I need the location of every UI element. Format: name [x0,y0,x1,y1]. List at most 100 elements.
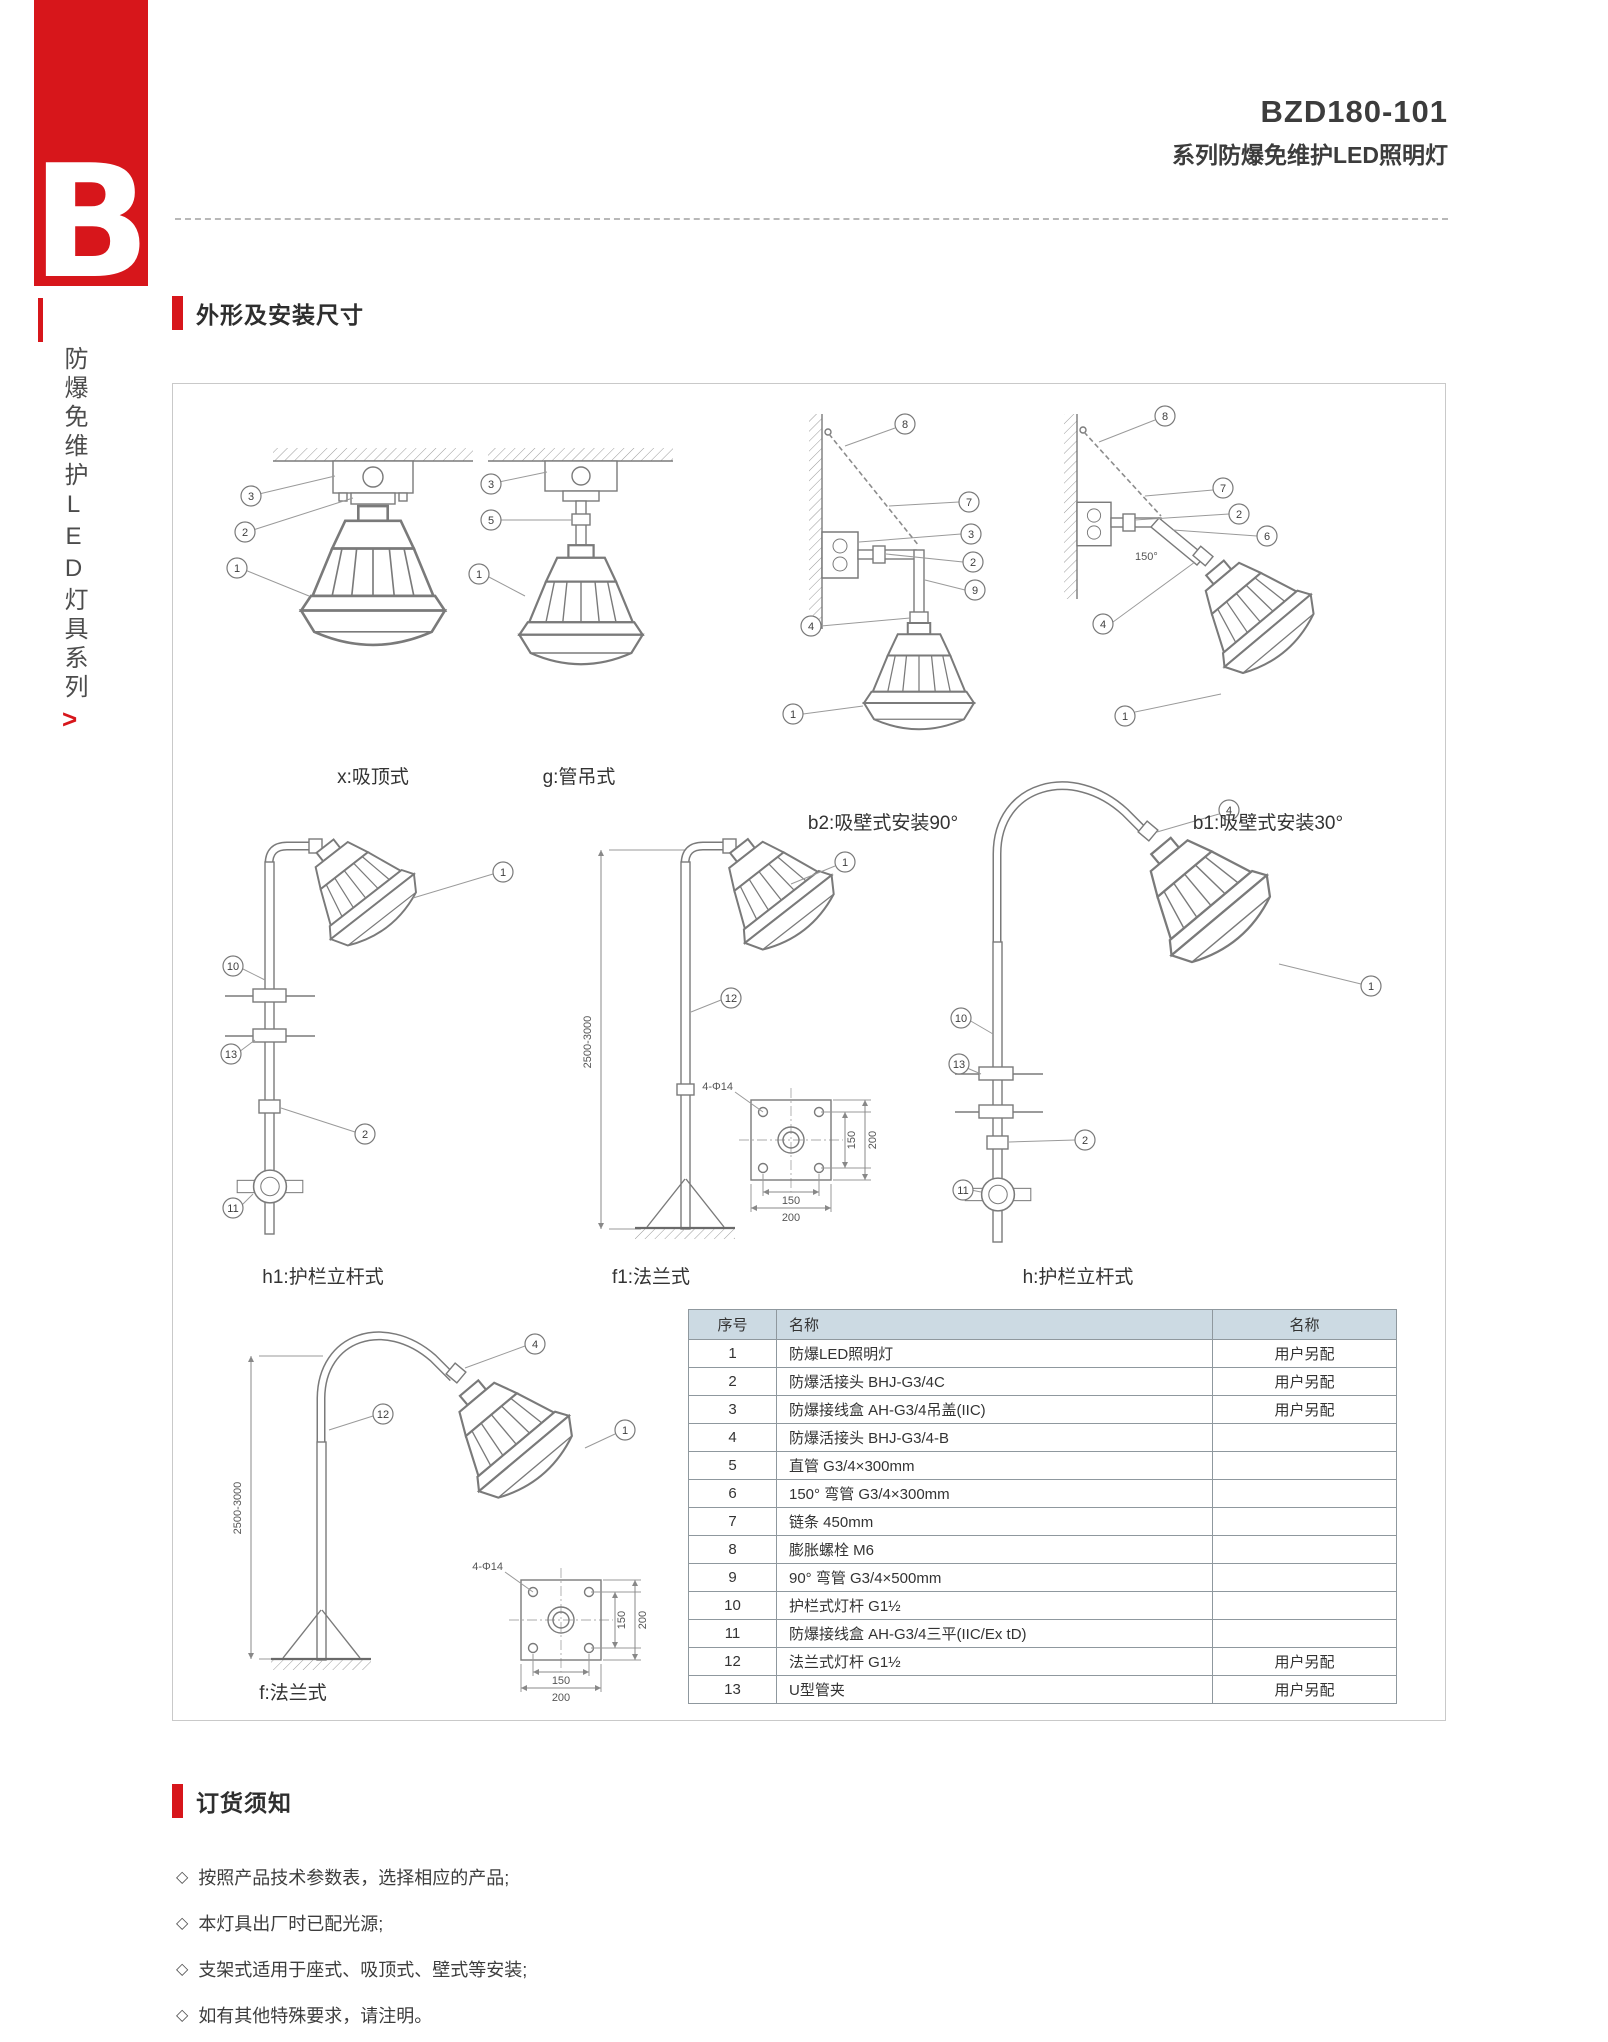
callout-number: 3 [248,491,254,503]
drawing-f-flange: 2500-3000 4 12 1 4-Φ14 [232,1331,649,1704]
callout-number: 1 [500,867,506,879]
callout-number: 4 [1100,619,1106,631]
svg-text:200: 200 [552,1692,570,1704]
led-lamp [299,504,447,647]
product-series-title: 系列防爆免维护LED照明灯 [1172,142,1448,168]
callout-number: 1 [1122,711,1128,723]
callout-number: 4 [808,621,814,633]
callout-number: 1 [622,1425,628,1437]
callout: 3 [960,523,982,545]
callout: 13 [948,1053,970,1075]
callout: 2 [234,521,256,543]
section-marker [172,296,183,330]
table-header-row: 序号 名称 名称 [688,1309,1397,1340]
flange-detail [738,1087,844,1193]
diamond-bullet: ◇ [176,2007,189,2024]
callout-number: 2 [242,527,248,539]
callout: 6 [1256,525,1278,547]
callout: 1 [1360,975,1382,997]
flange-hole-note: 4-Φ14 [702,1081,733,1093]
height-dimension: 2500-3000 [582,1016,594,1069]
sidebar-accent-tick [38,298,43,342]
height-dimension: 2500-3000 [232,1482,244,1535]
sidebar-series-label: 防爆免维护LED灯具系列 [60,346,87,703]
drawing-x-ceiling: 3 2 1 [226,448,473,647]
note-item: ◇ 按照产品技术参数表，选择相应的产品; [176,1854,527,1900]
note-text: 按照产品技术参数表，选择相应的产品; [198,1868,510,1888]
callout: 1 [1114,705,1136,727]
drawing-h1-guardrail: 1 10 13 2 11 [220,812,514,1235]
callout: 1 [492,861,514,883]
col-header-remark: 名称 [1212,1309,1397,1340]
callout-number: 11 [227,1203,238,1215]
callout-number: 1 [790,709,796,721]
callout-number: 7 [966,497,972,509]
callout-number: 2 [362,1129,368,1141]
drawing-g-pipe: 3 5 1 [468,448,673,666]
callout-number: 7 [1220,483,1226,495]
svg-text:200: 200 [782,1212,800,1224]
svg-text:150: 150 [616,1611,628,1629]
callout-number: 12 [377,1409,389,1421]
drawing-label-h: h:护栏立杆式 [1022,1267,1134,1288]
callout: 1 [782,703,804,725]
drawing-label-b2: b2:吸壁式安装90° [807,813,959,834]
col-header-index: 序号 [688,1309,777,1340]
callout: 8 [1154,405,1176,427]
callout-number: 3 [488,479,494,491]
callout: 3 [480,473,502,495]
callout-number: 12 [725,993,737,1005]
callout-number: 1 [476,569,482,581]
drawing-label-g: g:管吊式 [542,767,616,788]
callout-number: 5 [488,515,494,527]
section-title-ordering: 订货须知 [196,1790,292,1816]
callout-number: 1 [234,563,240,575]
svg-text:200: 200 [867,1131,879,1149]
callout: 9 [964,579,986,601]
callout: 4 [524,1333,546,1355]
callout: 11 [952,1179,974,1201]
callout: 10 [950,1007,972,1029]
callout-number: 10 [955,1013,967,1025]
svg-text:150: 150 [552,1675,570,1687]
diamond-bullet: ◇ [176,1915,189,1932]
callout-number: 1 [1368,981,1374,993]
drawing-label-x: x:吸顶式 [337,767,409,788]
callout: 5 [480,509,502,531]
col-header-name: 名称 [776,1309,1213,1340]
sidebar-arrow: > [62,704,78,734]
brand-logo: B [32,0,150,300]
section-marker [172,1784,183,1818]
callout: 11 [222,1197,244,1219]
callout-number: 13 [225,1049,237,1061]
section-dimensions-header: 外形及安装尺寸 [172,296,364,330]
flange-detail [508,1567,614,1673]
note-item: ◇ 如有其他特殊要求，请注明。 [176,1992,527,2038]
callout: 8 [894,413,916,435]
angle-note: 150° [1135,551,1158,563]
led-lamp [863,622,975,731]
callout: 2 [962,551,984,573]
product-model-title: BZD180-101 [1260,94,1448,129]
callout-number: 8 [1162,411,1168,423]
callout-number: 2 [970,557,976,569]
callout: 4 [1092,613,1114,635]
callout-number: 10 [227,961,239,973]
drawing-h-guardrail: 4 1 10 13 2 11 [948,781,1382,1243]
drawing-label-h1: h1:护栏立杆式 [262,1267,384,1288]
drawing-label-b1: b1:吸壁式安装30° [1192,813,1344,834]
callout: 1 [468,563,490,585]
svg-text:150: 150 [846,1131,858,1149]
